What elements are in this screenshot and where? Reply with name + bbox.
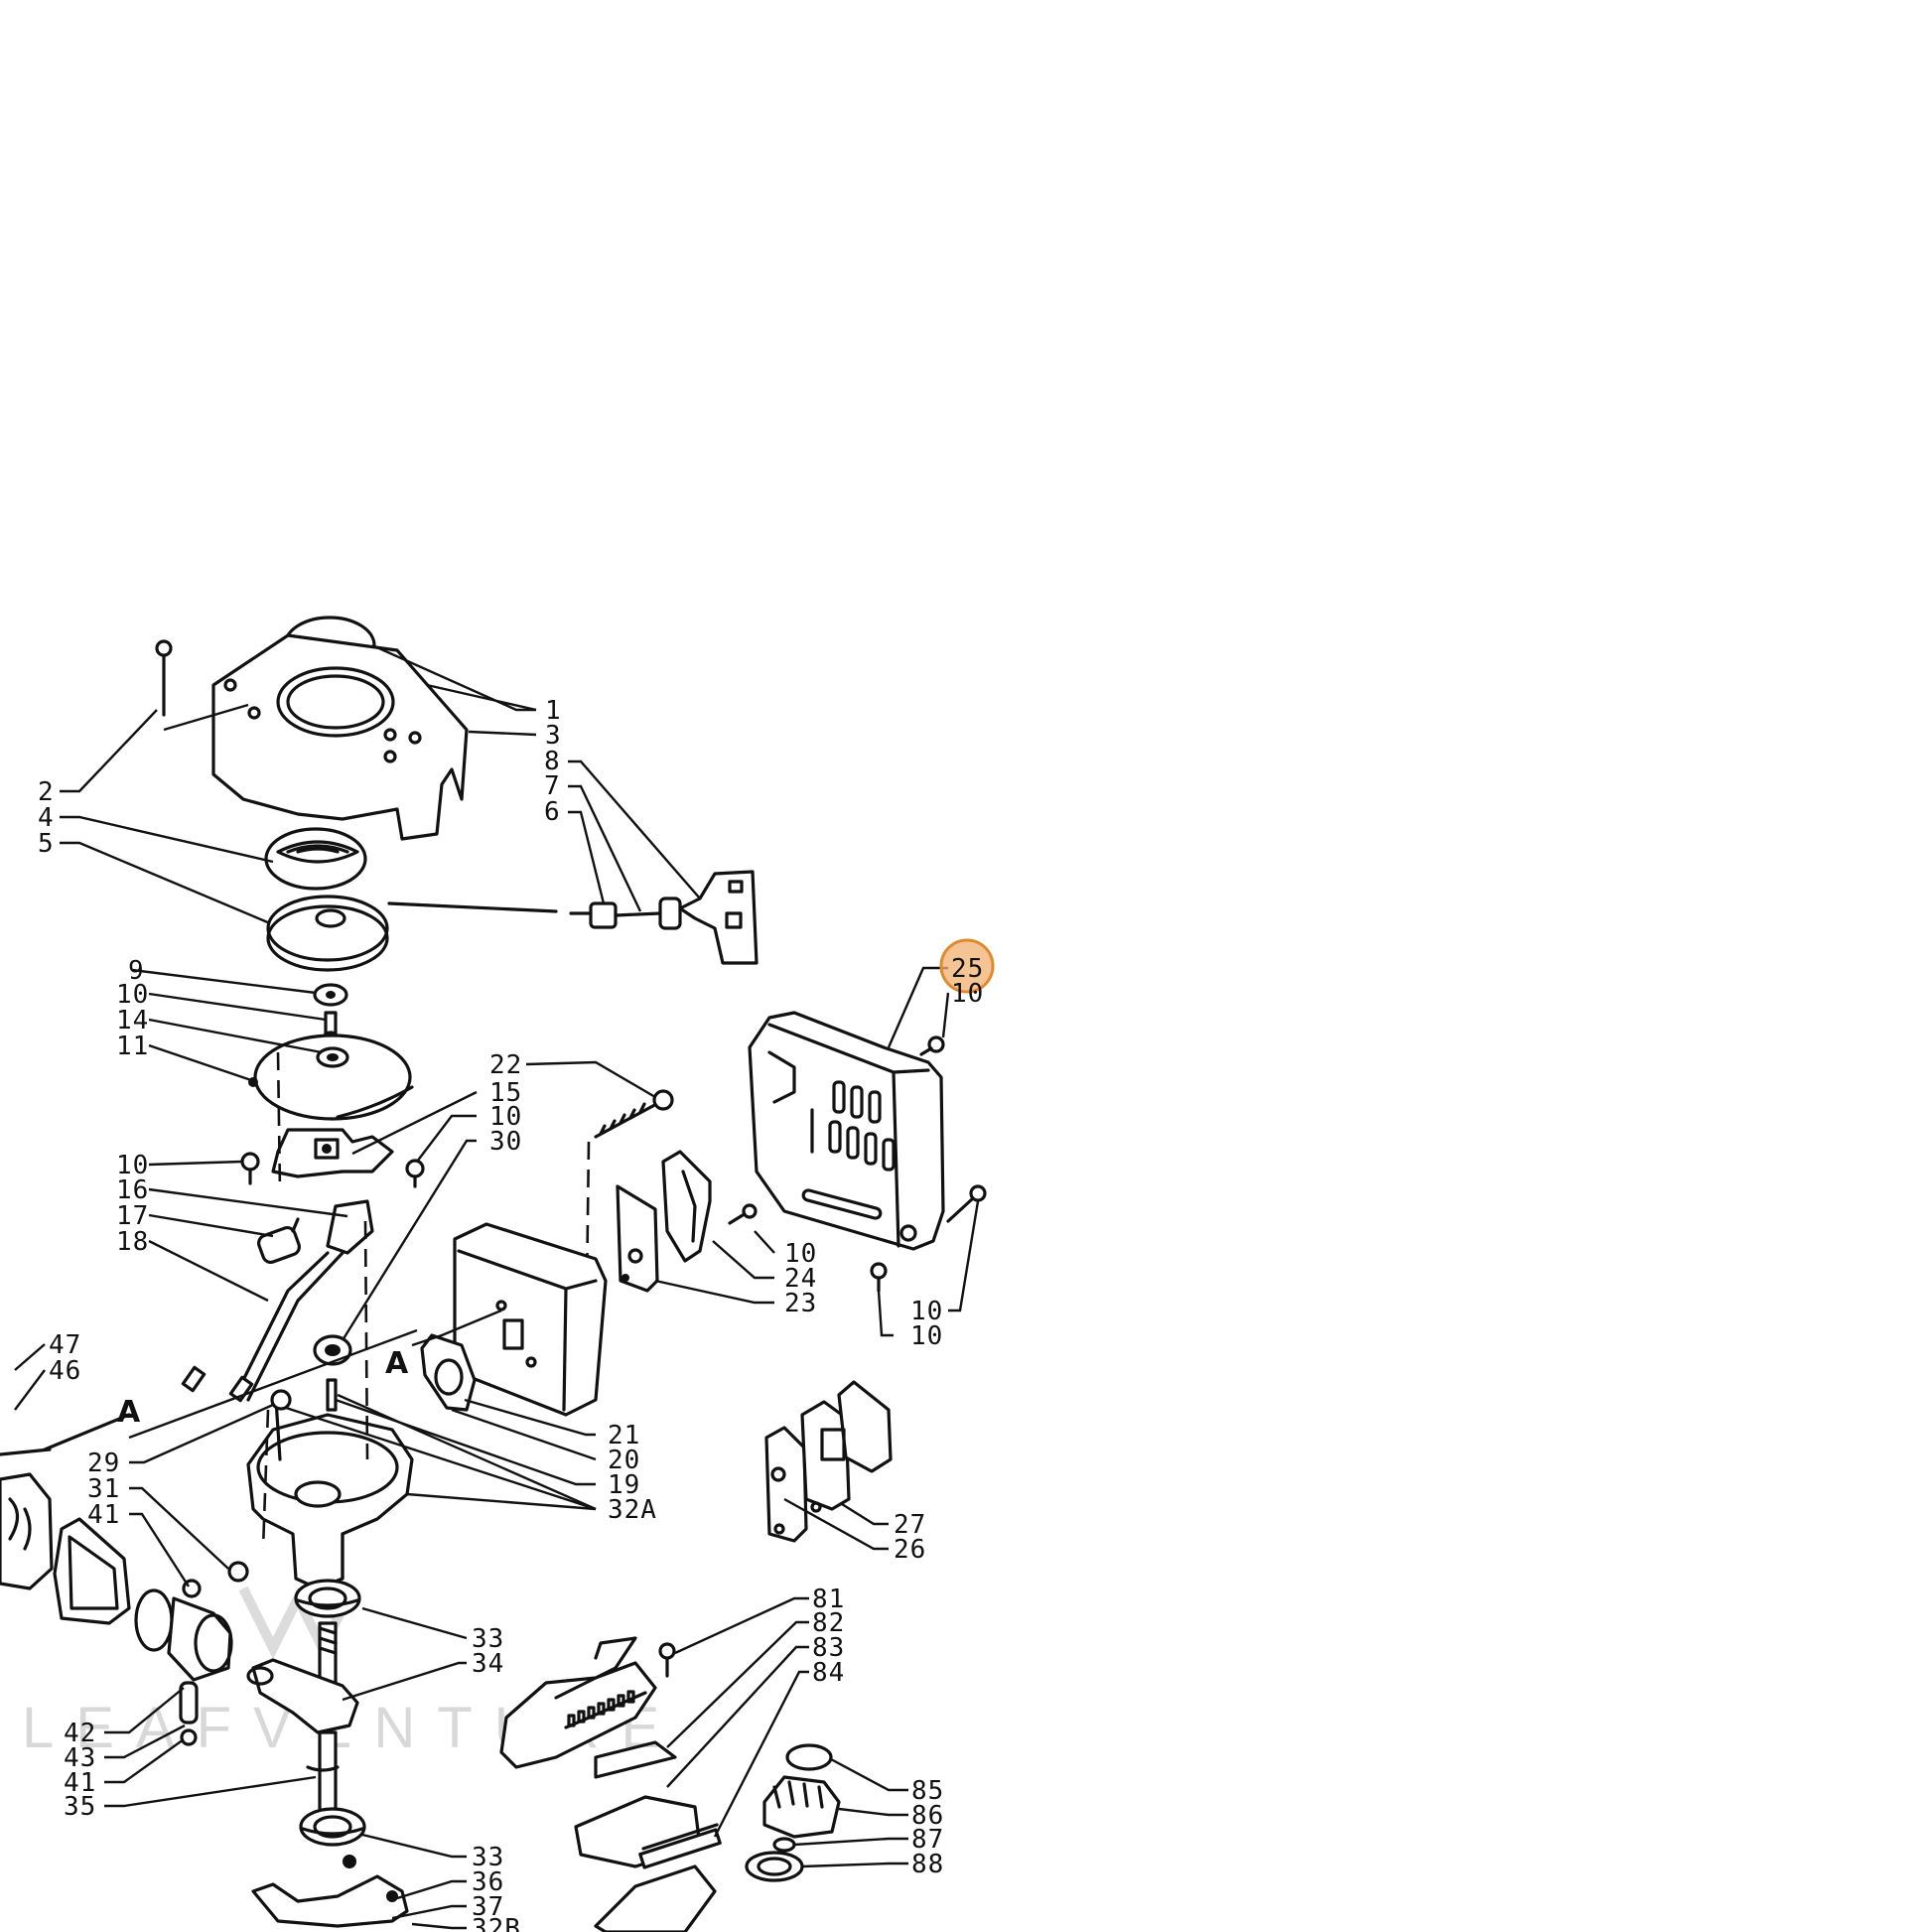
callout-10-a[interactable]: 10 (116, 980, 149, 1010)
callout-41-a[interactable]: 41 (87, 1500, 120, 1530)
callout-35[interactable]: 35 (64, 1792, 96, 1822)
callout-19[interactable]: 19 (608, 1470, 640, 1500)
callout-10-d[interactable]: 10 (951, 979, 984, 1009)
cylinder-piston-group (0, 1413, 233, 1746)
callout-25[interactable]: 25 (951, 954, 984, 984)
callout-33-upper[interactable]: 33 (472, 1624, 504, 1654)
callout-7[interactable]: 7 (544, 771, 561, 801)
callout-10-b[interactable]: 10 (489, 1102, 522, 1132)
callout-27[interactable]: 27 (894, 1510, 926, 1540)
callout-83[interactable]: 83 (812, 1633, 845, 1663)
callout-3[interactable]: 3 (545, 721, 562, 751)
callout-41-b[interactable]: 41 (64, 1768, 96, 1798)
callout-87[interactable]: 87 (911, 1825, 944, 1855)
callout-84[interactable]: 84 (812, 1658, 845, 1688)
callout-15[interactable]: 15 (489, 1078, 522, 1108)
callout-16[interactable]: 16 (116, 1175, 149, 1205)
callout-2[interactable]: 2 (38, 777, 55, 807)
callout-81[interactable]: 81 (812, 1585, 845, 1614)
grip-ribs (567, 1690, 635, 1727)
coupler-group (745, 1743, 841, 1882)
callout-17[interactable]: 17 (116, 1201, 149, 1231)
callout-labels: 1 2 3 4 5 6 7 8 9 10 14 11 22 15 10 30 1… (38, 696, 984, 1932)
starter-rope (387, 901, 558, 913)
callout-42[interactable]: 42 (64, 1719, 96, 1748)
callout-1[interactable]: 1 (545, 696, 562, 726)
ignition-assembly (181, 1128, 425, 1403)
callout-14[interactable]: 14 (116, 1006, 149, 1035)
flywheel-plate (248, 1034, 414, 1121)
callout-24[interactable]: 24 (784, 1264, 817, 1294)
callout-32A[interactable]: 32A (608, 1495, 657, 1525)
callout-A-muffler[interactable]: A (385, 1346, 409, 1381)
callout-6[interactable]: 6 (544, 797, 561, 827)
callout-4[interactable]: 4 (38, 803, 55, 833)
recoil-starter (264, 827, 558, 972)
callout-23[interactable]: 23 (784, 1289, 817, 1318)
muffler-brackets (616, 1150, 758, 1293)
callout-31[interactable]: 31 (87, 1474, 120, 1504)
callout-37[interactable]: 37 (472, 1892, 504, 1922)
handle-bracket-assembly (499, 1636, 722, 1932)
callout-5[interactable]: 5 (38, 829, 55, 859)
callout-10-e[interactable]: 10 (784, 1239, 817, 1269)
cover-vent-slots (828, 1080, 896, 1172)
callout-34[interactable]: 34 (472, 1649, 504, 1679)
crankcase (227, 1051, 414, 1590)
highlight-marker-25[interactable] (939, 938, 995, 994)
callout-32B[interactable]: 32B (472, 1914, 521, 1932)
callout-47[interactable]: 47 (49, 1330, 81, 1360)
callout-85[interactable]: 85 (911, 1776, 944, 1806)
callout-10-g[interactable]: 10 (910, 1321, 943, 1351)
callout-8[interactable]: 8 (544, 747, 561, 776)
callout-22[interactable]: 22 (489, 1050, 522, 1080)
callout-21[interactable]: 21 (608, 1421, 640, 1450)
callout-29[interactable]: 29 (87, 1449, 120, 1478)
lower-bracket (251, 1855, 409, 1928)
callout-88[interactable]: 88 (911, 1850, 944, 1879)
callout-20[interactable]: 20 (608, 1446, 640, 1475)
callout-10-f[interactable]: 10 (910, 1297, 943, 1326)
callout-82[interactable]: 82 (812, 1608, 845, 1638)
callout-43[interactable]: 43 (64, 1743, 96, 1773)
callout-10-c[interactable]: 10 (116, 1151, 149, 1180)
callout-30[interactable]: 30 (489, 1127, 522, 1157)
bearing-33-upper (294, 1579, 361, 1618)
callout-46[interactable]: 46 (49, 1356, 81, 1386)
fan-cover-assembly (155, 616, 469, 841)
muffler-cover (748, 1011, 987, 1293)
bearing-33-lower (299, 1807, 366, 1847)
seal-30 (313, 1334, 352, 1366)
leader-lines (14, 643, 980, 1930)
callout-36[interactable]: 36 (472, 1867, 504, 1897)
callout-9[interactable]: 9 (128, 956, 145, 986)
spark-arrestor-plates (764, 1380, 893, 1543)
callout-18[interactable]: 18 (116, 1227, 149, 1257)
callout-11[interactable]: 11 (116, 1032, 149, 1061)
callout-33-lower[interactable]: 33 (472, 1843, 504, 1872)
callout-86[interactable]: 86 (911, 1801, 944, 1831)
callout-A-cylinder[interactable]: A (117, 1395, 141, 1430)
callout-26[interactable]: 26 (894, 1535, 926, 1565)
